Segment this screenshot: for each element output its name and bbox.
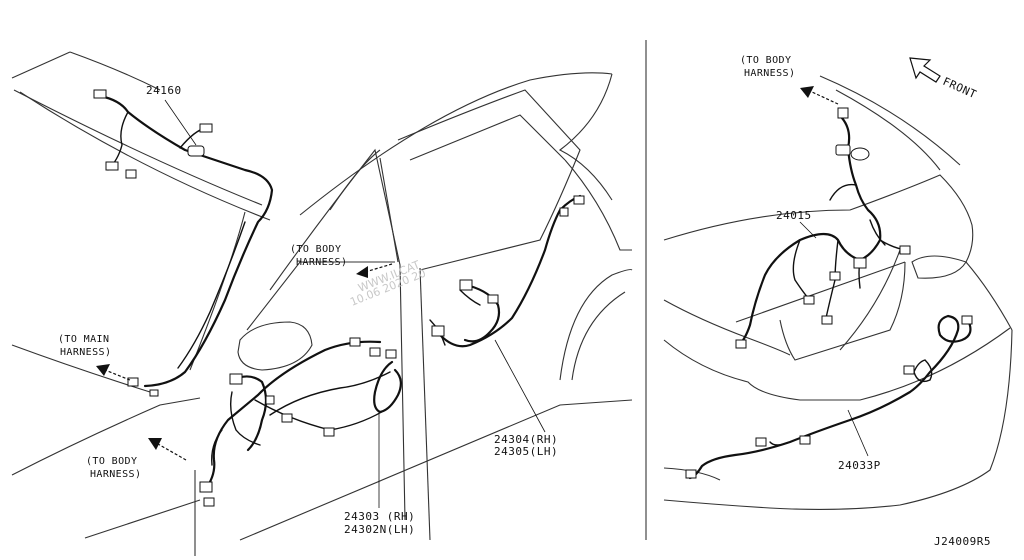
note-to-body-harness-lower-line1: (TO BODY: [86, 456, 137, 467]
part-label-24033P: 24033P: [838, 459, 881, 472]
leader-24015: [799, 221, 817, 239]
part-label-24015: 24015: [776, 209, 812, 222]
roof-harness-24160: [93, 89, 274, 397]
front-door-harness-24303: [199, 337, 402, 507]
note-to-main-harness-line1: (TO MAIN: [58, 334, 109, 345]
note-to-main-harness-line2: HARNESS): [60, 347, 111, 358]
vehicle-rear: [663, 75, 1013, 510]
rear-door-harness-24304: [429, 194, 585, 348]
vehicle-body-side: [11, 51, 633, 556]
diagram-id: J24009R5: [934, 535, 991, 548]
arrow-head-lower: [148, 438, 162, 450]
leader-24160: [164, 99, 197, 146]
part-label-24304: 24304(RH): [494, 433, 558, 446]
arrow-to-body-harness-right: [811, 91, 839, 105]
arrow-to-body-harness-lower: [157, 443, 187, 461]
note-to-body-harness-upper-line1: (TO BODY: [290, 244, 341, 255]
arrow-head-main: [96, 364, 110, 376]
trunk-lid-harness-24015: [735, 107, 911, 349]
note-to-body-harness-upper-line2: HARNESS): [296, 257, 347, 268]
note-to-body-harness-lower-line2: HARNESS): [90, 469, 141, 480]
arrow-head-upper: [356, 266, 368, 278]
part-label-24302N: 24302N(LH): [344, 523, 415, 536]
arrow-to-main-harness: [104, 369, 131, 381]
note-to-body-harness-right-line2: HARNESS): [744, 68, 795, 79]
arrow-head-right: [800, 86, 814, 98]
rear-bumper-harness-24033P: [685, 314, 973, 480]
note-to-body-harness-right-line1: (TO BODY: [740, 55, 791, 66]
front-direction-label: FRONT: [941, 75, 979, 101]
front-direction-indicator: FRONT: [909, 57, 979, 101]
leader-24304: [494, 339, 546, 433]
part-label-24305: 24305(LH): [494, 445, 558, 458]
part-label-24160: 24160: [146, 84, 182, 97]
part-label-24303: 24303 (RH): [344, 510, 415, 523]
front-arrow-icon: [909, 57, 941, 83]
leader-24033P: [847, 409, 869, 457]
